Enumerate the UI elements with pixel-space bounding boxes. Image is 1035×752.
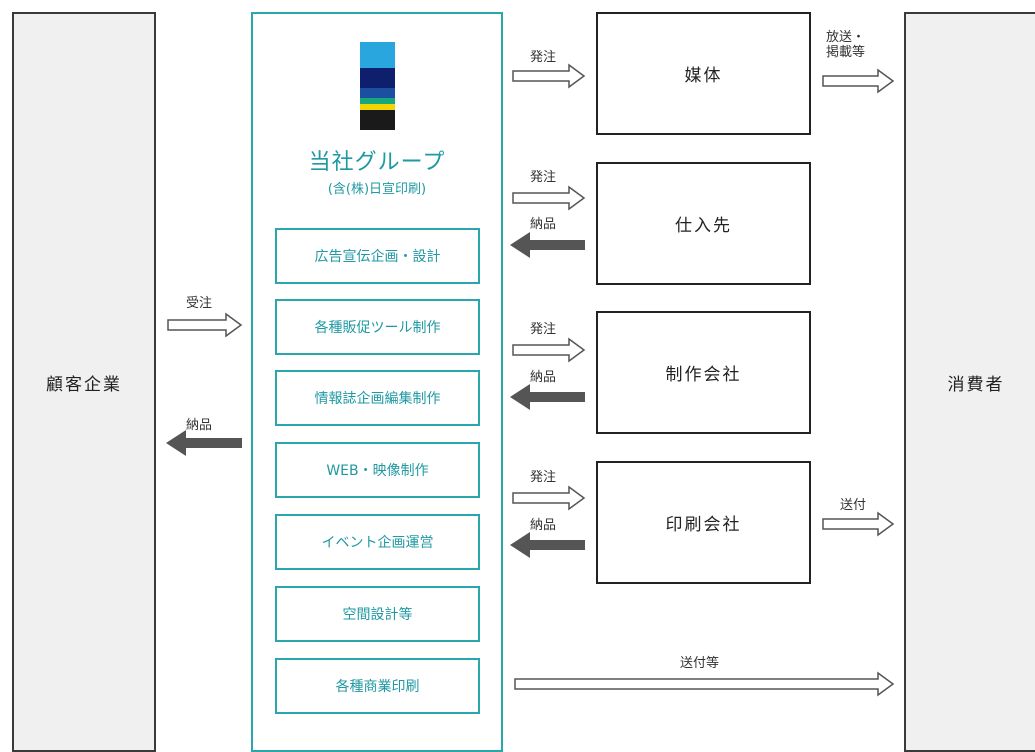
client-companies-label: 顧客企業 xyxy=(46,374,122,395)
delivery-arrow-production xyxy=(510,384,585,410)
delivery-label-printing: 納品 xyxy=(530,518,557,533)
service-label: 広告宣伝企画・設計 xyxy=(314,249,441,265)
service-web-video: WEB・映像制作 xyxy=(275,442,480,498)
delivery-label-suppliers: 納品 xyxy=(530,217,557,232)
service-label: イベント企画運営 xyxy=(321,535,434,551)
send-etc-arrow xyxy=(514,671,895,697)
delivery-arrow-printing xyxy=(510,532,585,558)
partner-label: 印刷会社 xyxy=(665,515,742,535)
broadcast-label-line2: 掲載等 xyxy=(826,45,866,60)
company-logo xyxy=(360,42,395,130)
order-arrow-client-to-group xyxy=(167,312,243,338)
service-ad-planning: 広告宣伝企画・設計 xyxy=(275,228,480,284)
service-space-design: 空間設計等 xyxy=(275,586,480,642)
send-etc-label: 送付等 xyxy=(680,656,720,671)
partner-production-companies: 制作会社 xyxy=(596,311,811,434)
partner-label: 制作会社 xyxy=(665,365,742,385)
service-label: 情報誌企画編集制作 xyxy=(314,391,441,407)
delivery-arrow-group-to-client xyxy=(166,430,242,456)
service-label: 空間設計等 xyxy=(342,607,413,623)
order-label-suppliers: 発注 xyxy=(530,170,557,185)
delivery-label-production: 納品 xyxy=(530,370,557,385)
service-info-magazine: 情報誌企画編集制作 xyxy=(275,370,480,426)
client-companies-box: 顧客企業 xyxy=(12,12,156,752)
consumers-label: 消費者 xyxy=(947,374,1005,395)
order-received-label: 受注 xyxy=(186,296,213,311)
order-label-production: 発注 xyxy=(530,322,557,337)
order-arrow-production xyxy=(512,337,586,363)
group-subtitle: (含(株)日宣印刷) xyxy=(327,182,427,197)
broadcast-label: 放送・掲載等 xyxy=(826,30,865,60)
group-title: 当社グループ xyxy=(308,150,446,175)
partner-printing-companies: 印刷会社 xyxy=(596,461,811,584)
service-event-planning: イベント企画運営 xyxy=(275,514,480,570)
service-promo-tools: 各種販促ツール制作 xyxy=(275,299,480,355)
service-label: 各種販促ツール制作 xyxy=(314,320,441,336)
service-commercial-printing: 各種商業印刷 xyxy=(275,658,480,714)
partner-media: 媒体 xyxy=(596,12,811,135)
order-arrow-suppliers xyxy=(512,185,586,211)
partner-label: 仕入先 xyxy=(675,216,732,236)
consumers-box: 消費者 xyxy=(904,12,1035,752)
partner-label: 媒体 xyxy=(684,66,723,86)
broadcast-arrow xyxy=(822,68,895,94)
partner-suppliers: 仕入先 xyxy=(596,162,811,285)
send-arrow xyxy=(822,511,895,537)
service-label: 各種商業印刷 xyxy=(335,679,420,695)
order-label-printing: 発注 xyxy=(530,470,557,485)
order-arrow-media xyxy=(512,63,586,89)
delivery-arrow-suppliers xyxy=(510,232,585,258)
delivery-label-client: 納品 xyxy=(186,418,213,433)
broadcast-label-line1: 放送・ xyxy=(826,30,866,45)
order-arrow-printing xyxy=(512,485,586,511)
service-label: WEB・映像制作 xyxy=(326,463,429,479)
send-label: 送付 xyxy=(840,498,867,513)
order-label-media: 発注 xyxy=(530,50,557,65)
